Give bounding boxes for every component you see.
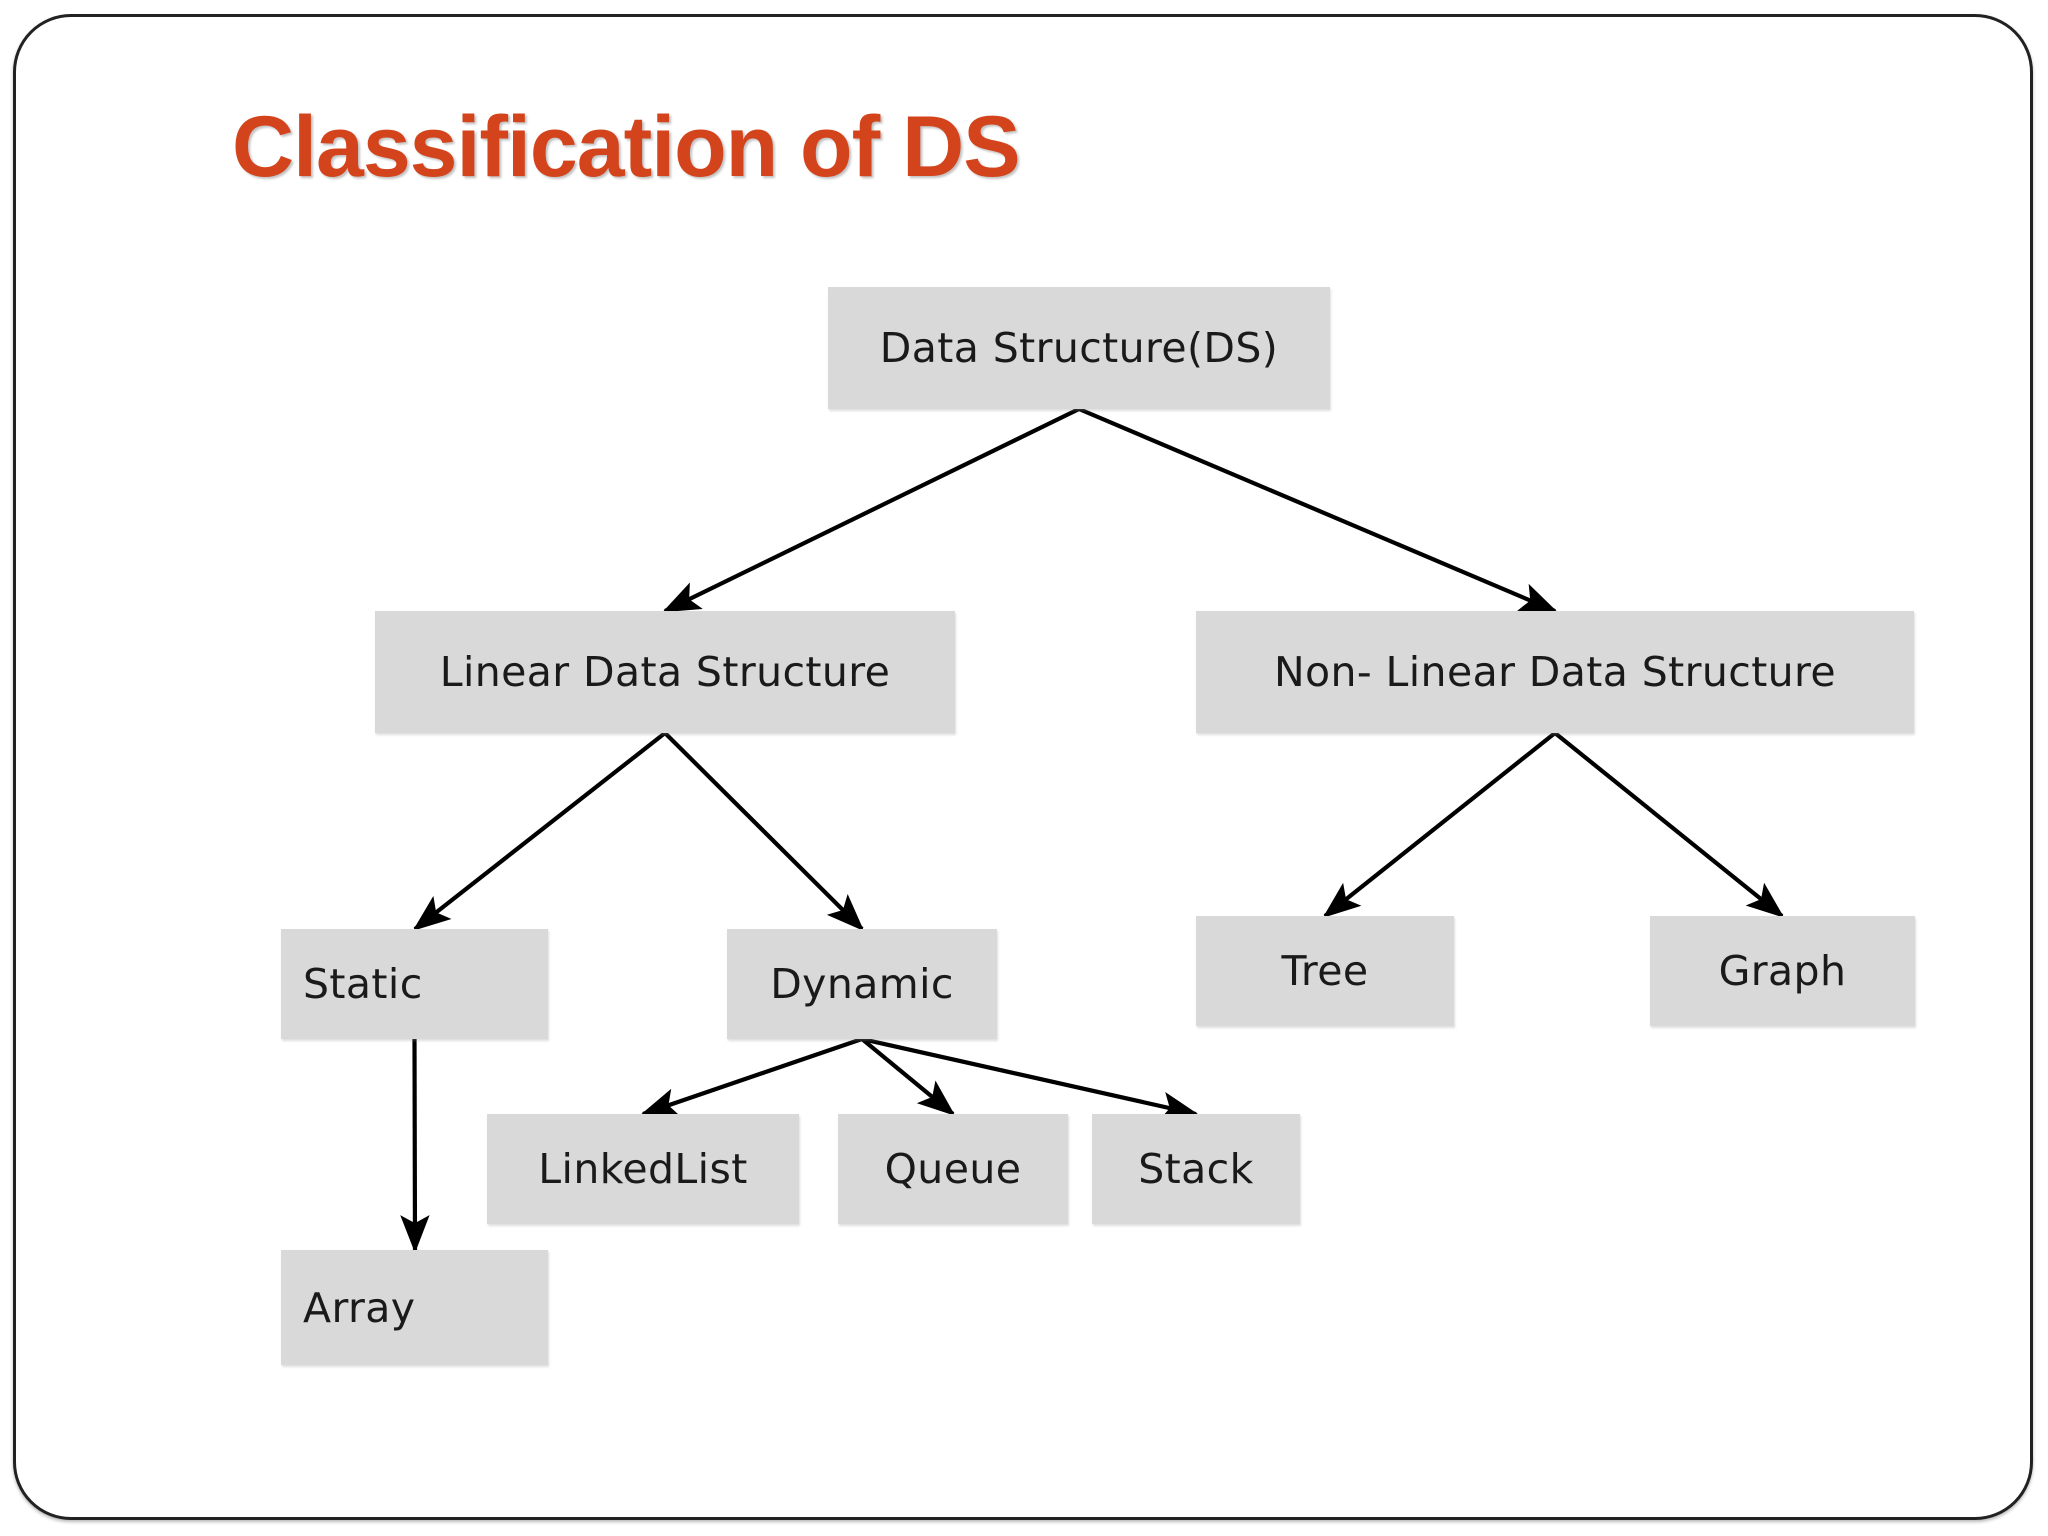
node-array: Array	[281, 1250, 548, 1365]
node-tree: Tree	[1196, 916, 1454, 1026]
node-label: Non- Linear Data Structure	[1273, 648, 1837, 696]
node-static: Static	[281, 929, 548, 1039]
edge-ds-to-linear	[662, 407, 1080, 613]
node-linkedlist: LinkedList	[487, 1114, 799, 1224]
edge-linear-to-dynamic	[663, 731, 865, 932]
edge-dynamic-to-queue	[860, 1037, 956, 1116]
node-label: Dynamic	[770, 960, 954, 1008]
edge-dynamic-to-linkedlist	[640, 1037, 863, 1117]
node-label: Stack	[1138, 1145, 1254, 1193]
node-graph: Graph	[1650, 916, 1915, 1026]
edge-ds-to-nonlinear	[1078, 407, 1558, 613]
node-label: LinkedList	[538, 1145, 748, 1193]
edge-dynamic-to-stack	[861, 1036, 1199, 1121]
node-label: Static	[303, 960, 423, 1008]
node-label: Data Structure(DS)	[879, 324, 1279, 372]
node-label: Tree	[1281, 947, 1369, 995]
page-title: Classification of DS	[232, 99, 1021, 195]
node-label: Graph	[1718, 947, 1847, 995]
node-nonlinear: Non- Linear Data Structure	[1196, 611, 1914, 733]
node-stack: Stack	[1092, 1114, 1300, 1224]
edge-nonlinear-to-tree	[1322, 731, 1557, 918]
node-label: Linear Data Structure	[439, 648, 891, 696]
node-linear: Linear Data Structure	[375, 611, 955, 733]
node-label: Queue	[884, 1145, 1022, 1193]
node-ds: Data Structure(DS)	[828, 287, 1330, 409]
edge-linear-to-static	[412, 731, 667, 931]
node-label: Array	[303, 1283, 416, 1332]
edge-nonlinear-to-graph	[1553, 731, 1785, 918]
node-dynamic: Dynamic	[727, 929, 997, 1039]
node-queue: Queue	[838, 1114, 1068, 1224]
edge-static-to-array	[400, 1038, 430, 1253]
